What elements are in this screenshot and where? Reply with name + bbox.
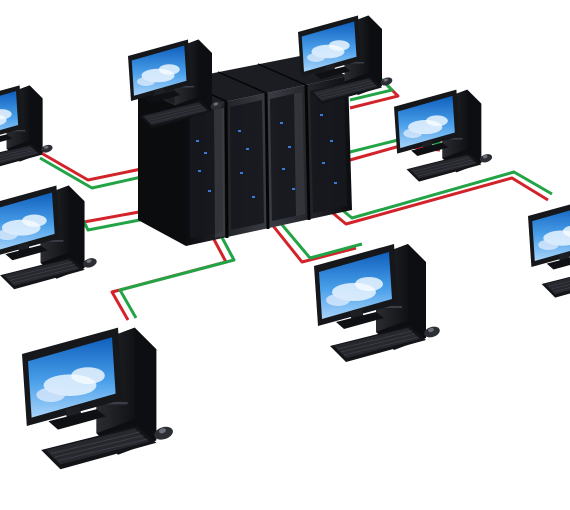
- cable-center: [268, 219, 363, 264]
- cable-upper-left: [35, 148, 147, 190]
- server-rack-icon: [138, 56, 352, 246]
- cable-bottom-left: [110, 229, 236, 321]
